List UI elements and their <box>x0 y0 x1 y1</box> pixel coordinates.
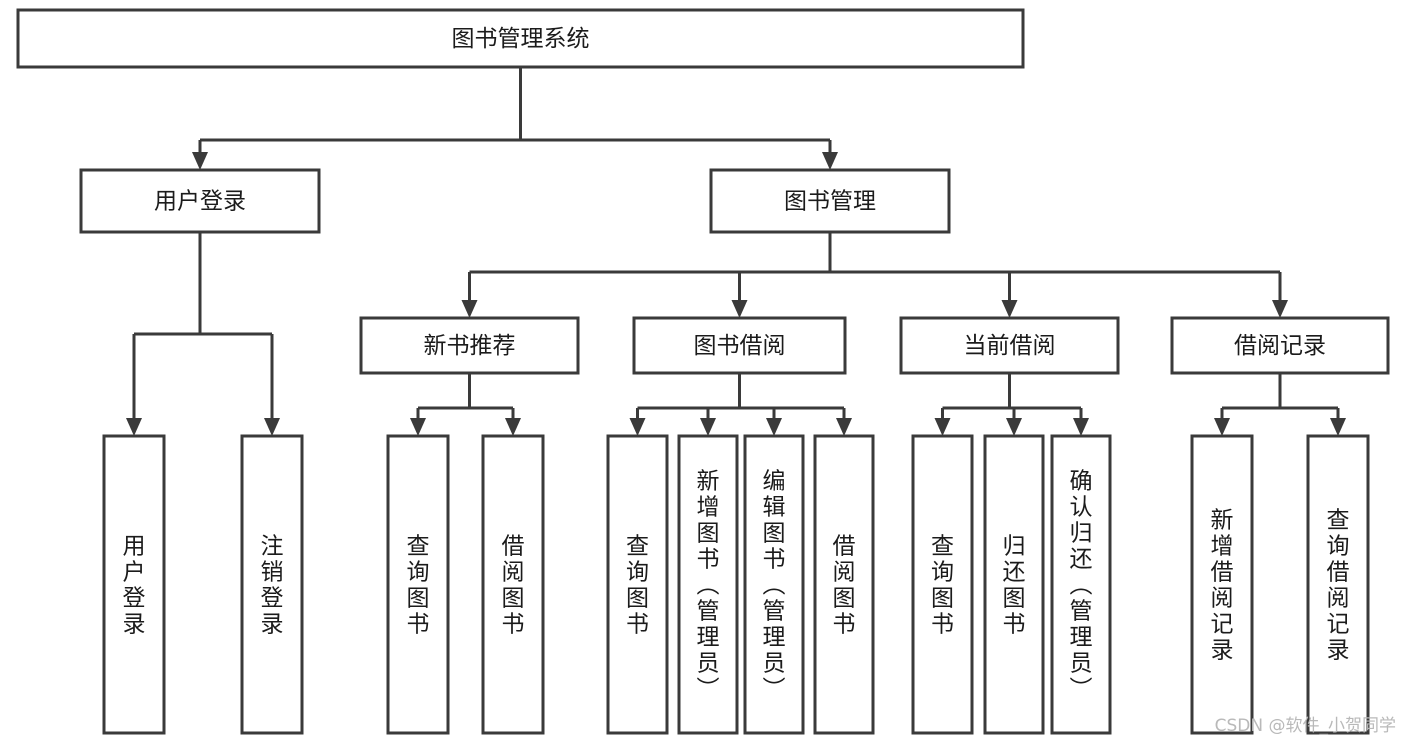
node-box-user-login-logout[interactable] <box>240 434 304 735</box>
edge-borrow-record-to-record-query-arrowhead <box>1330 418 1346 436</box>
node-borrow-borrow-book[interactable]: 借阅图书 <box>813 434 875 735</box>
node-box-current-return-book[interactable] <box>983 434 1045 735</box>
node-box-record-query[interactable] <box>1306 434 1370 735</box>
node-current-return-book[interactable]: 归还图书 <box>983 434 1045 735</box>
node-user-login-login[interactable]: 用户登录 <box>102 434 166 735</box>
edge-borrow-record-to-record-add-arrowhead <box>1214 418 1230 436</box>
node-label-current-borrow: 当前借阅 <box>964 333 1056 359</box>
edge-book-manage-to-current-borrow-arrowhead <box>1001 300 1018 318</box>
node-label-book-manage: 图书管理 <box>784 189 876 215</box>
node-label-record-query: 查询借阅记录 <box>1327 507 1350 663</box>
node-label-borrow-borrow-book: 借阅图书 <box>833 533 856 637</box>
node-label-recommend-borrow-book: 借阅图书 <box>502 533 525 637</box>
node-label-borrow-query-book: 查询图书 <box>626 533 649 637</box>
node-box-new-book-recommend[interactable] <box>359 316 580 375</box>
node-label-user-login-login: 用户登录 <box>123 533 146 637</box>
edge-book-borrow-to-borrow-query-book-arrowhead <box>629 418 646 436</box>
edge-new-book-recommend-to-recommend-query-book-arrowhead <box>410 418 426 436</box>
node-box-recommend-query-book[interactable] <box>386 434 450 735</box>
node-box-recommend-borrow-book[interactable] <box>481 434 545 735</box>
edge-book-borrow-to-borrow-edit-book-arrowhead <box>766 418 782 436</box>
csdn-watermark: CSDN @软件_小贺同学 <box>1215 716 1396 736</box>
node-label-borrow-edit-book: 编辑图书︵管理员︶ <box>763 468 786 702</box>
edge-new-book-recommend-to-recommend-borrow-book-arrowhead <box>505 418 521 436</box>
node-box-root[interactable] <box>16 8 1025 69</box>
node-label-recommend-query-book: 查询图书 <box>407 533 430 637</box>
edge-user-login-to-user-login-login-arrowhead <box>126 418 142 436</box>
node-label-user-login: 用户登录 <box>154 189 246 215</box>
node-borrow-record[interactable]: 借阅记录 <box>1170 316 1390 375</box>
node-box-book-borrow[interactable] <box>632 316 847 375</box>
node-label-current-confirm-return: 确认归还︵管理员︶ <box>1070 468 1093 702</box>
edge-book-manage-to-borrow-record-arrowhead <box>1272 300 1288 318</box>
edge-root-to-user-login-arrowhead <box>192 152 208 170</box>
node-borrow-edit-book[interactable]: 编辑图书︵管理员︶ <box>743 434 805 735</box>
node-label-new-book-recommend: 新书推荐 <box>424 333 516 359</box>
node-recommend-borrow-book[interactable]: 借阅图书 <box>481 434 545 735</box>
node-new-book-recommend[interactable]: 新书推荐 <box>359 316 580 375</box>
node-borrow-add-book[interactable]: 新增图书︵管理员︶ <box>677 434 739 735</box>
node-label-root: 图书管理系统 <box>452 26 590 52</box>
node-book-borrow[interactable]: 图书借阅 <box>632 316 847 375</box>
node-borrow-query-book[interactable]: 查询图书 <box>606 434 669 735</box>
edge-book-manage-to-new-book-recommend-arrowhead <box>461 300 478 318</box>
node-label-borrow-add-book: 新增图书︵管理员︶ <box>697 468 720 702</box>
node-label-book-borrow: 图书借阅 <box>694 333 786 359</box>
edge-root-to-book-manage-arrowhead <box>822 152 838 170</box>
node-user-login-logout[interactable]: 注销登录 <box>240 434 304 735</box>
edge-book-borrow-to-borrow-borrow-book-arrowhead <box>836 418 852 436</box>
node-current-query-book[interactable]: 查询图书 <box>911 434 974 735</box>
edge-current-borrow-to-current-confirm-return-arrowhead <box>1073 418 1089 436</box>
node-box-current-borrow[interactable] <box>899 316 1120 375</box>
node-box-borrow-record[interactable] <box>1170 316 1390 375</box>
node-box-book-manage[interactable] <box>709 168 951 234</box>
node-current-confirm-return[interactable]: 确认归还︵管理员︶ <box>1050 434 1112 735</box>
node-box-borrow-add-book[interactable] <box>677 434 739 735</box>
connector-layer <box>126 67 1346 436</box>
node-box-current-confirm-return[interactable] <box>1050 434 1112 735</box>
node-label-current-return-book: 归还图书 <box>1003 533 1026 637</box>
node-record-query[interactable]: 查询借阅记录 <box>1306 434 1370 735</box>
node-root[interactable]: 图书管理系统 <box>16 8 1025 69</box>
edge-user-login-to-user-login-logout-arrowhead <box>264 418 280 436</box>
node-label-record-add: 新增借阅记录 <box>1211 507 1234 663</box>
node-box-user-login[interactable] <box>79 168 321 234</box>
edge-current-borrow-to-current-return-book-arrowhead <box>1006 418 1022 436</box>
node-label-current-query-book: 查询图书 <box>931 533 954 637</box>
node-box-borrow-borrow-book[interactable] <box>813 434 875 735</box>
node-current-borrow[interactable]: 当前借阅 <box>899 316 1120 375</box>
node-user-login[interactable]: 用户登录 <box>79 168 321 234</box>
edge-current-borrow-to-current-query-book-arrowhead <box>934 418 951 436</box>
node-layer: 图书管理系统用户登录图书管理用户登录注销登录新书推荐查询图书借阅图书图书借阅查询… <box>16 8 1390 735</box>
node-book-manage[interactable]: 图书管理 <box>709 168 951 234</box>
node-box-borrow-edit-book[interactable] <box>743 434 805 735</box>
node-box-record-add[interactable] <box>1190 434 1254 735</box>
edge-book-borrow-to-borrow-add-book-arrowhead <box>700 418 716 436</box>
node-label-borrow-record: 借阅记录 <box>1234 333 1326 359</box>
node-label-user-login-logout: 注销登录 <box>261 533 284 637</box>
node-recommend-query-book[interactable]: 查询图书 <box>386 434 450 735</box>
node-box-borrow-query-book[interactable] <box>606 434 669 735</box>
node-record-add[interactable]: 新增借阅记录 <box>1190 434 1254 735</box>
node-box-current-query-book[interactable] <box>911 434 974 735</box>
edge-book-manage-to-book-borrow-arrowhead <box>731 300 748 318</box>
node-box-user-login-login[interactable] <box>102 434 166 735</box>
